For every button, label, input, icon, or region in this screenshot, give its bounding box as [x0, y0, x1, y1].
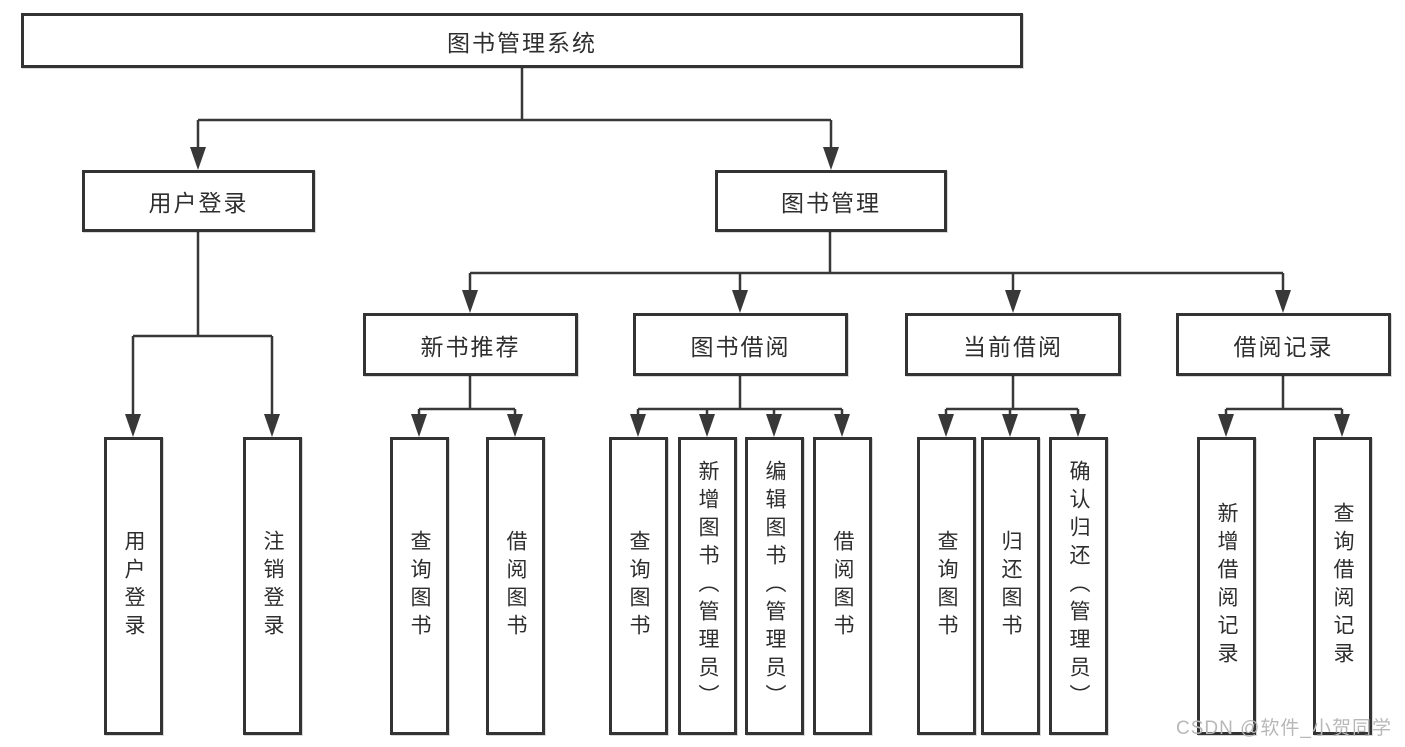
connector-root-to-level2 [190, 68, 839, 170]
node-root-label: 图书管理系统 [447, 29, 597, 56]
arrowhead-icon [190, 147, 206, 170]
leaf-user-login-label: 用户登录 [122, 530, 145, 642]
leaf-query-books-current-label: 查询图书 [935, 530, 958, 642]
leaf-add-book-admin-label: 新增图书（管理员） [696, 460, 719, 712]
leaf-edit-book-admin-label: 编辑图书（管理员） [763, 460, 786, 712]
leaf-confirm-return-admin: 确认归还（管理员） [1049, 437, 1108, 735]
arrowhead-icon [1275, 290, 1291, 313]
leaf-borrow-books-2-label: 借阅图书 [831, 530, 854, 642]
arrowhead-icon [462, 290, 478, 313]
leaf-query-books-borrow-label: 查询图书 [627, 530, 650, 642]
node-book-borrow-label: 图书借阅 [690, 333, 791, 360]
leaf-logout: 注销登录 [243, 437, 302, 735]
arrowhead-icon [699, 414, 715, 437]
arrowhead-icon [823, 147, 839, 170]
node-new-book-recommend: 新书推荐 [363, 313, 578, 376]
leaf-borrow-books-recommend-label: 借阅图书 [504, 530, 527, 642]
connector-bookborrow-to-leaves [630, 375, 850, 437]
leaf-query-books-current: 查询图书 [917, 437, 976, 735]
arrowhead-icon [938, 414, 954, 437]
node-book-management-label: 图书管理 [781, 190, 881, 216]
arrowhead-icon [1002, 414, 1018, 437]
leaf-add-book-admin: 新增图书（管理员） [678, 437, 737, 735]
arrowhead-icon [766, 414, 782, 437]
leaf-edit-book-admin: 编辑图书（管理员） [745, 437, 804, 735]
leaf-borrow-books-recommend: 借阅图书 [486, 437, 545, 735]
leaf-query-books-recommend-label: 查询图书 [408, 530, 431, 642]
csdn-watermark: CSDN @软件_小贺同学 [1176, 718, 1392, 739]
connector-newbook-to-leaves [411, 375, 523, 437]
node-root: 图书管理系统 [21, 13, 1023, 68]
leaf-user-login: 用户登录 [104, 437, 163, 735]
arrowhead-icon [507, 414, 523, 437]
node-user-login-label: 用户登录 [148, 190, 249, 216]
leaf-add-borrow-record-label: 新增借阅记录 [1215, 502, 1238, 670]
node-borrow-records: 借阅记录 [1176, 313, 1391, 376]
leaf-confirm-return-admin-label: 确认归还（管理员） [1067, 460, 1090, 712]
leaf-query-books-recommend: 查询图书 [390, 437, 449, 735]
arrowhead-icon [1005, 290, 1021, 313]
arrowhead-icon [264, 414, 280, 437]
connector-bookmgmt-to-level3 [462, 232, 1291, 313]
leaf-add-borrow-record: 新增借阅记录 [1197, 437, 1256, 735]
node-new-book-recommend-label: 新书推荐 [420, 333, 521, 360]
arrowhead-icon [125, 414, 141, 437]
leaf-return-book-label: 归还图书 [999, 530, 1022, 642]
arrowhead-icon [1218, 414, 1234, 437]
arrowhead-icon [732, 290, 748, 313]
leaf-query-borrow-record-label: 查询借阅记录 [1331, 502, 1354, 670]
node-book-management: 图书管理 [715, 170, 947, 232]
arrowhead-icon [630, 414, 646, 437]
node-current-borrow: 当前借阅 [905, 313, 1121, 376]
node-current-borrow-label: 当前借阅 [963, 333, 1063, 360]
connector-currentborrow-to-leaves [938, 375, 1086, 437]
arrowhead-icon [411, 414, 427, 437]
connector-records-to-leaves [1218, 375, 1350, 437]
leaf-query-borrow-record: 查询借阅记录 [1313, 437, 1372, 735]
node-book-borrow: 图书借阅 [633, 313, 848, 376]
node-user-login: 用户登录 [82, 170, 315, 232]
leaf-borrow-books-2: 借阅图书 [813, 437, 872, 735]
leaf-query-books-borrow: 查询图书 [609, 437, 668, 735]
node-borrow-records-label: 借阅记录 [1233, 333, 1334, 360]
arrowhead-icon [834, 414, 850, 437]
connector-userlogin-to-leaves [125, 232, 280, 437]
arrowhead-icon [1334, 414, 1350, 437]
leaf-return-book: 归还图书 [981, 437, 1040, 735]
arrowhead-icon [1070, 414, 1086, 437]
leaf-logout-label: 注销登录 [261, 530, 284, 642]
